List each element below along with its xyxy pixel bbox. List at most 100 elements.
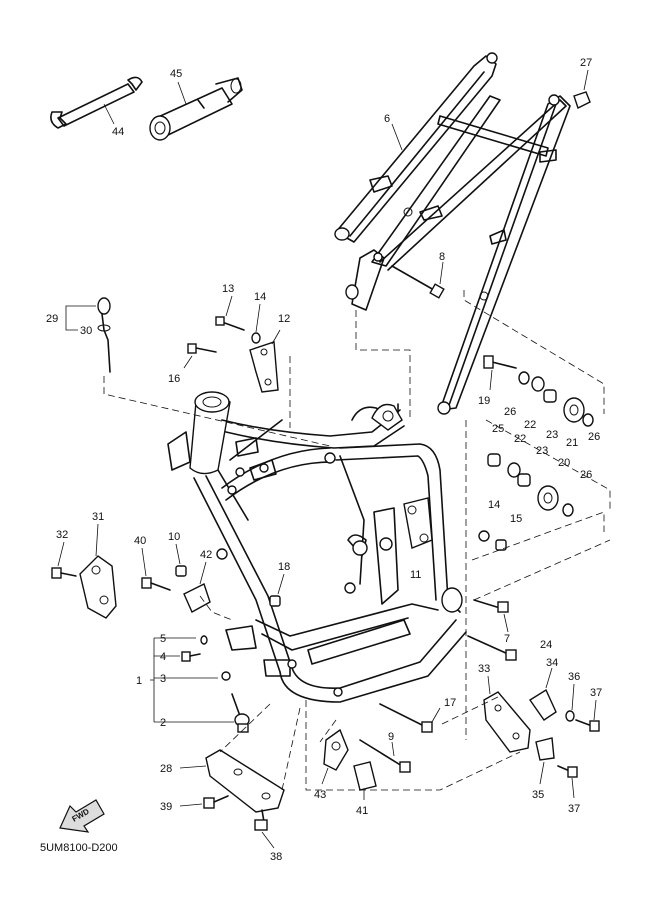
part-41-collar [353,761,377,800]
callout-31: 31 [92,511,104,523]
fwd-arrow-icon: FWD [59,799,105,833]
callout-12: 12 [278,313,290,325]
part-32-bolt [51,541,77,579]
callout-41: 41 [356,805,368,817]
callout-26-c: 26 [580,469,592,481]
part-4-bolt [181,651,201,662]
part-26-washer-c [562,503,574,517]
part-26-washer-a [518,371,530,385]
callout-27: 27 [580,57,592,69]
callout-23-a: 23 [546,429,558,441]
part-39-bolt [179,795,229,809]
callout-45: 45 [170,68,182,80]
callout-1-bracket [150,637,234,723]
callout-30: 30 [80,325,92,337]
callout-22-b: 22 [514,433,526,445]
callout-1: 1 [136,675,142,687]
callout-9: 9 [388,731,394,743]
part-34-clamp [529,667,557,721]
callout-23-b: 23 [536,445,548,457]
part-15-nut [495,539,507,551]
part-40-bolt [141,547,171,591]
callout-40: 40 [134,535,146,547]
part-13-bolt [215,295,245,331]
callout-16: 16 [168,373,180,385]
part-23-collar-a [543,389,557,403]
part-28-skid-plate [179,749,285,813]
part-19-bolt [483,355,517,391]
callout-21: 21 [566,437,578,449]
part-22-collar-b [507,462,521,478]
callout-8: 8 [439,251,445,263]
callout-10: 10 [168,531,180,543]
main-frame [167,391,467,703]
part-37-bolt-a [575,699,600,732]
callouts: 45 44 27 6 8 13 14 12 29 30 16 19 26 22 … [46,57,602,863]
callout-26-a: 26 [504,406,516,418]
part-16-bolt [183,343,217,369]
callout-14-upper: 14 [254,291,266,303]
callout-33: 33 [478,663,490,675]
part-29-dipstick [65,297,111,373]
callout-20: 20 [558,457,570,469]
callout-28: 28 [160,763,172,775]
callout-39: 39 [160,801,172,813]
part-17-bolt [379,703,441,733]
callout-29: 29 [46,313,58,325]
callout-34: 34 [546,657,558,669]
part-25-nut [487,453,501,467]
part-7-bolt [473,599,509,633]
part-18-nut [269,573,285,607]
part-45-socket-wrench [149,77,243,141]
callout-5: 5 [160,633,166,645]
part-33-frame-guard [483,675,531,753]
callout-36: 36 [568,671,580,683]
callout-24: 24 [540,639,552,651]
part-24-bolt [467,635,517,661]
part-37-bolt-b [557,765,578,799]
part-43-bracket [321,728,349,785]
part-3-gasket [221,671,231,681]
part-26-washer-b [582,413,594,427]
part-14-washer-b [478,530,490,542]
diagram-code: 5UM8100-D200 [40,842,118,854]
part-31-frame-guard [79,523,117,619]
part-35-clamp [535,737,555,785]
callout-38: 38 [270,851,282,863]
part-20-bush [537,485,559,511]
part-12-engine-bracket [249,329,281,393]
callout-35: 35 [532,789,544,801]
callout-22-a: 22 [524,419,536,431]
callout-11: 11 [410,569,421,581]
part-6-rear-subframe [334,52,571,415]
callout-26-b: 26 [588,431,600,443]
callout-13: 13 [222,283,234,295]
callout-43: 43 [314,789,326,801]
callout-42: 42 [200,549,212,561]
callout-37-b: 37 [568,803,580,815]
part-11-engine-bracket [403,497,433,549]
callout-18: 18 [278,561,290,573]
callout-37-a: 37 [590,687,602,699]
part-10-nut [175,543,187,577]
callout-6: 6 [384,113,390,125]
part-9-bolt [359,739,411,773]
part-38-bolt [254,809,275,849]
part-8-bolt [391,261,445,299]
callout-44: 44 [112,126,124,138]
part-27-clip [573,69,591,109]
callout-19: 19 [478,395,490,407]
part-21-bush [563,397,585,423]
callout-7: 7 [504,633,510,645]
part-22-collar-a [531,376,545,392]
callout-15: 15 [510,513,522,525]
callout-32: 32 [56,529,68,541]
callout-14-lower: 14 [488,499,500,511]
part-44-spanner-wrench [50,76,143,129]
callout-3: 3 [160,673,166,685]
callout-2: 2 [160,717,166,729]
part-36-washer [565,683,575,722]
part-23-collar-b [517,473,531,487]
dashed-reference-lines [103,290,611,791]
